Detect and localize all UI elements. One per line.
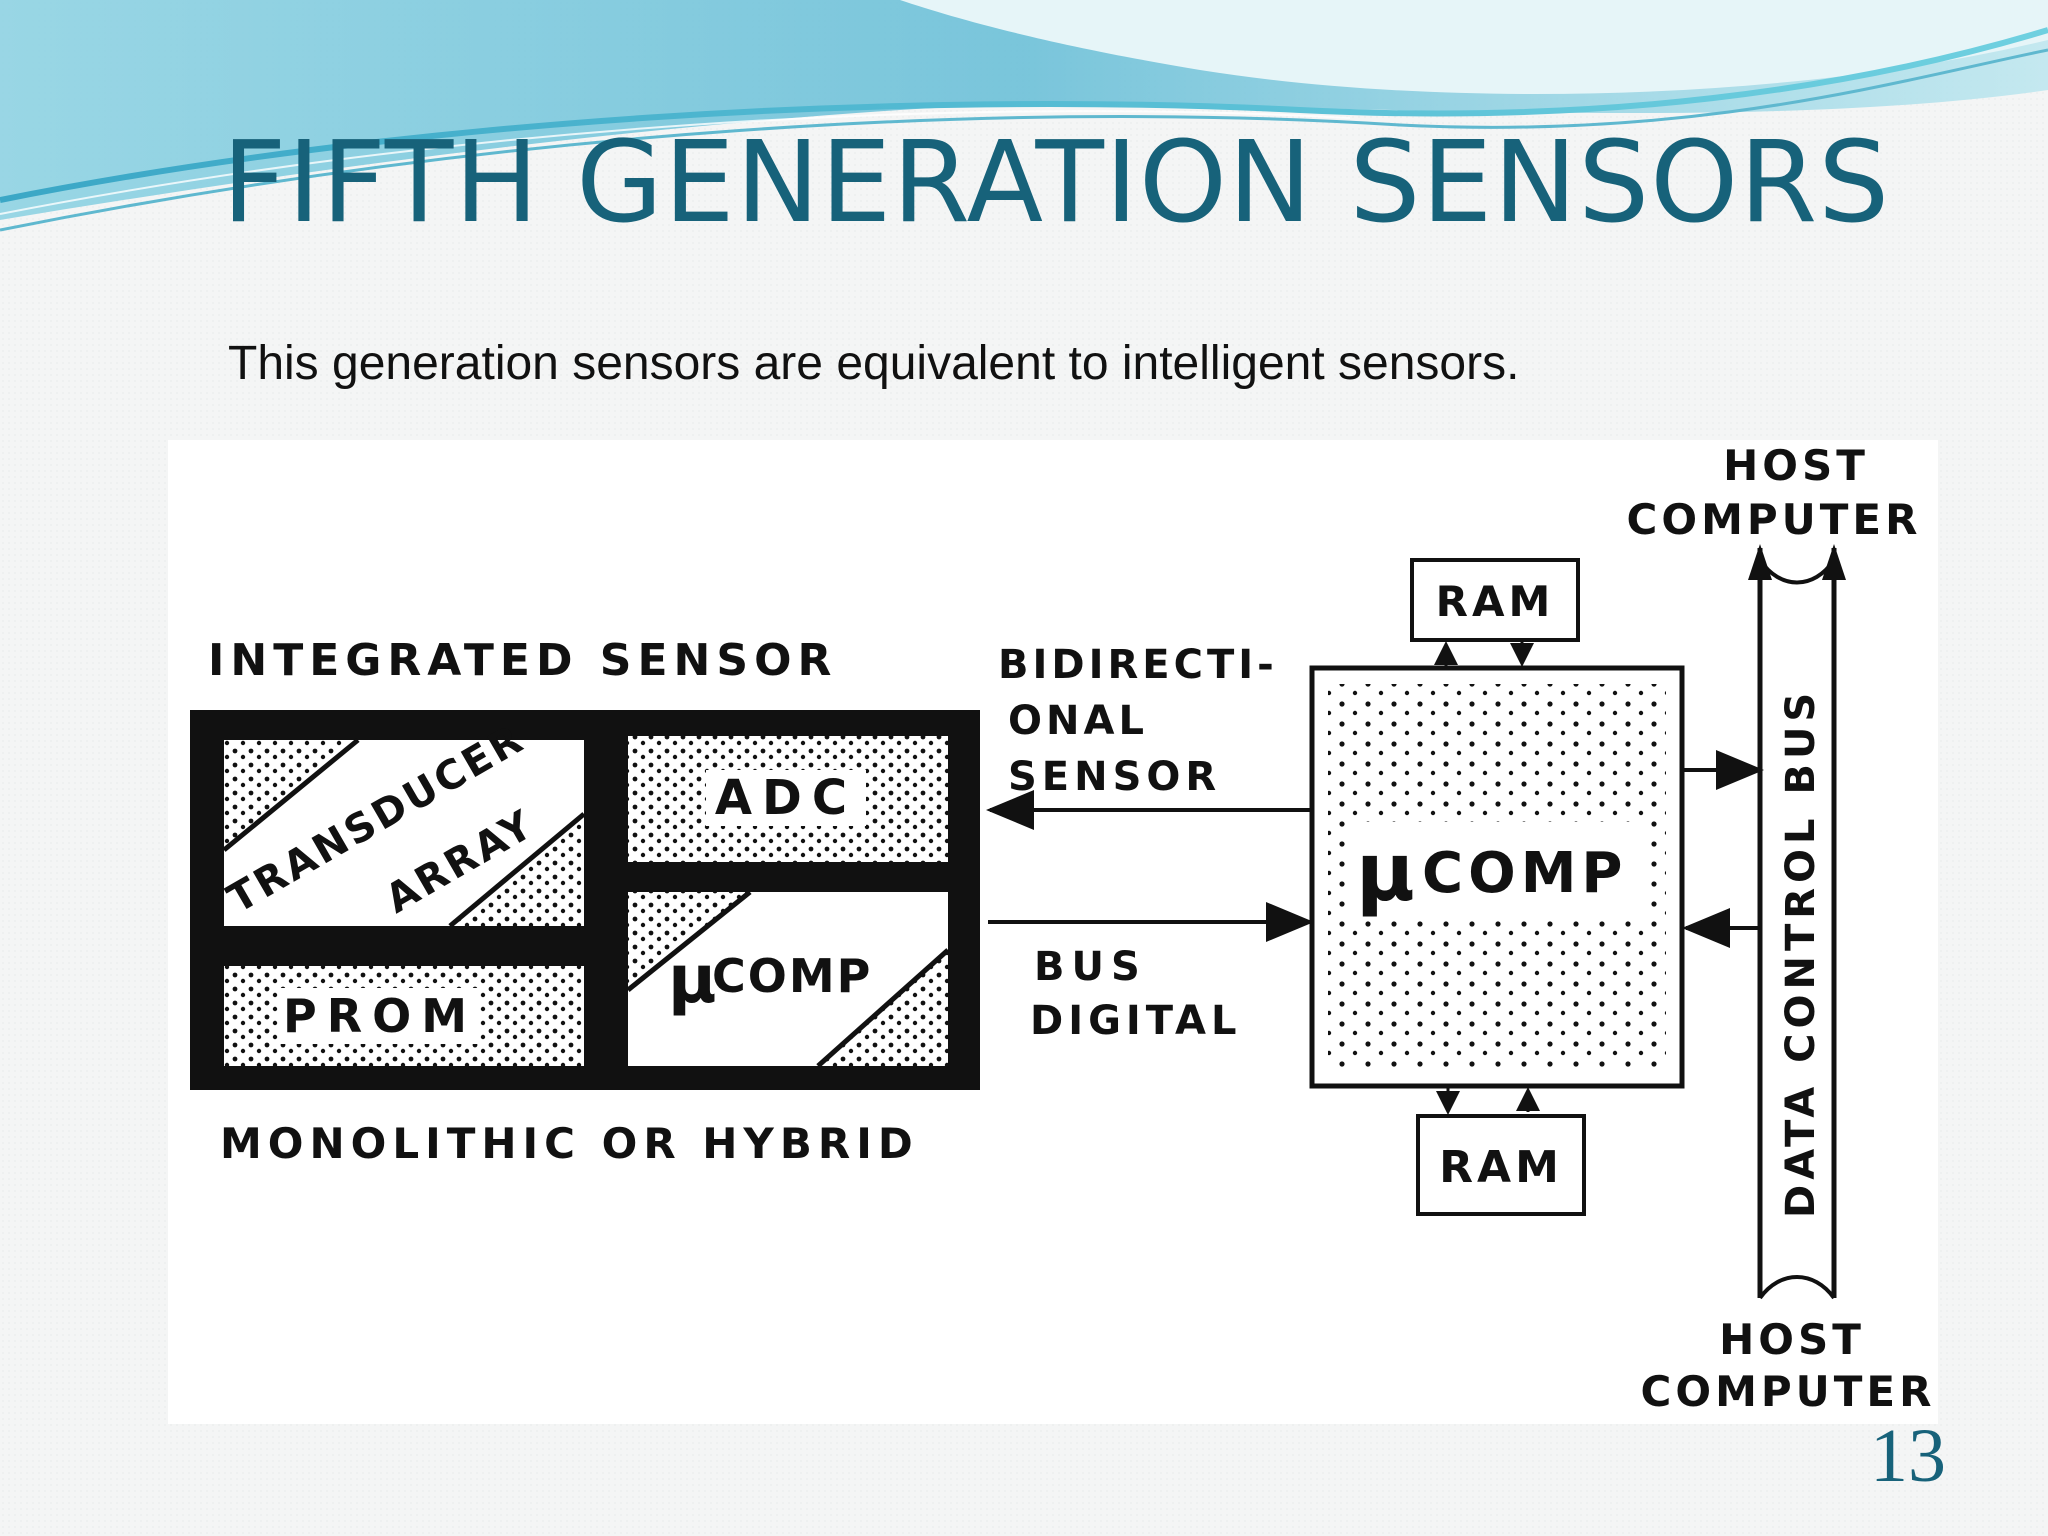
adc-cell: ADC bbox=[628, 736, 948, 862]
host-top-label-1: HOST bbox=[1723, 441, 1869, 490]
bidirectional-label-2: ONAL bbox=[1008, 698, 1148, 744]
data-control-bus: DATA CONTROL BUS bbox=[1748, 544, 1846, 1300]
header-waves-decoration bbox=[0, 0, 2048, 232]
micro-symbol: μ bbox=[668, 941, 717, 1018]
main-comp-label: COMP bbox=[1422, 841, 1627, 906]
host-bottom-label-1: HOST bbox=[1719, 1315, 1865, 1364]
integrated-sensor-block: TRANSDUCER ARRAY ADC PROM bbox=[190, 710, 980, 1090]
host-bottom-label-2: COMPUTER bbox=[1641, 1367, 1936, 1416]
bus-label: BUS bbox=[1034, 944, 1147, 990]
digital-label: DIGITAL bbox=[1030, 998, 1241, 1044]
integrated-sensor-label: INTEGRATED SENSOR bbox=[208, 635, 837, 686]
ram-bottom-label: RAM bbox=[1439, 1142, 1563, 1193]
prom-cell: PROM bbox=[224, 966, 584, 1066]
transducer-array-cell: TRANSDUCER ARRAY bbox=[220, 716, 586, 928]
bidirectional-label-1: BIDIRECTI- bbox=[998, 642, 1278, 688]
bidirectional-label-3: SENSOR bbox=[1008, 754, 1221, 800]
slide-title: FIFTH GENERATION SENSORS bbox=[222, 118, 1891, 248]
micro-computer-cell: μ COMP bbox=[626, 890, 950, 1068]
sensor-block-diagram: INTEGRATED SENSOR MONOLITHIC OR HYBRID T… bbox=[190, 441, 1936, 1416]
monolithic-label: MONOLITHIC OR HYBRID bbox=[220, 1119, 919, 1168]
ram-top-block: RAM bbox=[1410, 558, 1580, 668]
main-micro-symbol: μ bbox=[1356, 826, 1415, 919]
micro-comp-label: COMP bbox=[712, 949, 872, 1003]
prom-label: PROM bbox=[283, 989, 477, 1043]
data-control-bus-label: DATA CONTROL BUS bbox=[1778, 688, 1824, 1218]
ram-top-label: RAM bbox=[1436, 577, 1555, 626]
ram-bottom-block: RAM bbox=[1416, 1087, 1586, 1216]
diagram-panel: INTEGRATED SENSOR MONOLITHIC OR HYBRID T… bbox=[168, 440, 1938, 1424]
main-micro-computer-block: μ COMP bbox=[1309, 665, 1685, 1089]
adc-label: ADC bbox=[715, 770, 857, 826]
slide-subtitle: This generation sensors are equivalent t… bbox=[228, 337, 1520, 390]
page-number: 13 bbox=[1870, 1414, 1946, 1498]
host-top-label-2: COMPUTER bbox=[1627, 495, 1922, 544]
